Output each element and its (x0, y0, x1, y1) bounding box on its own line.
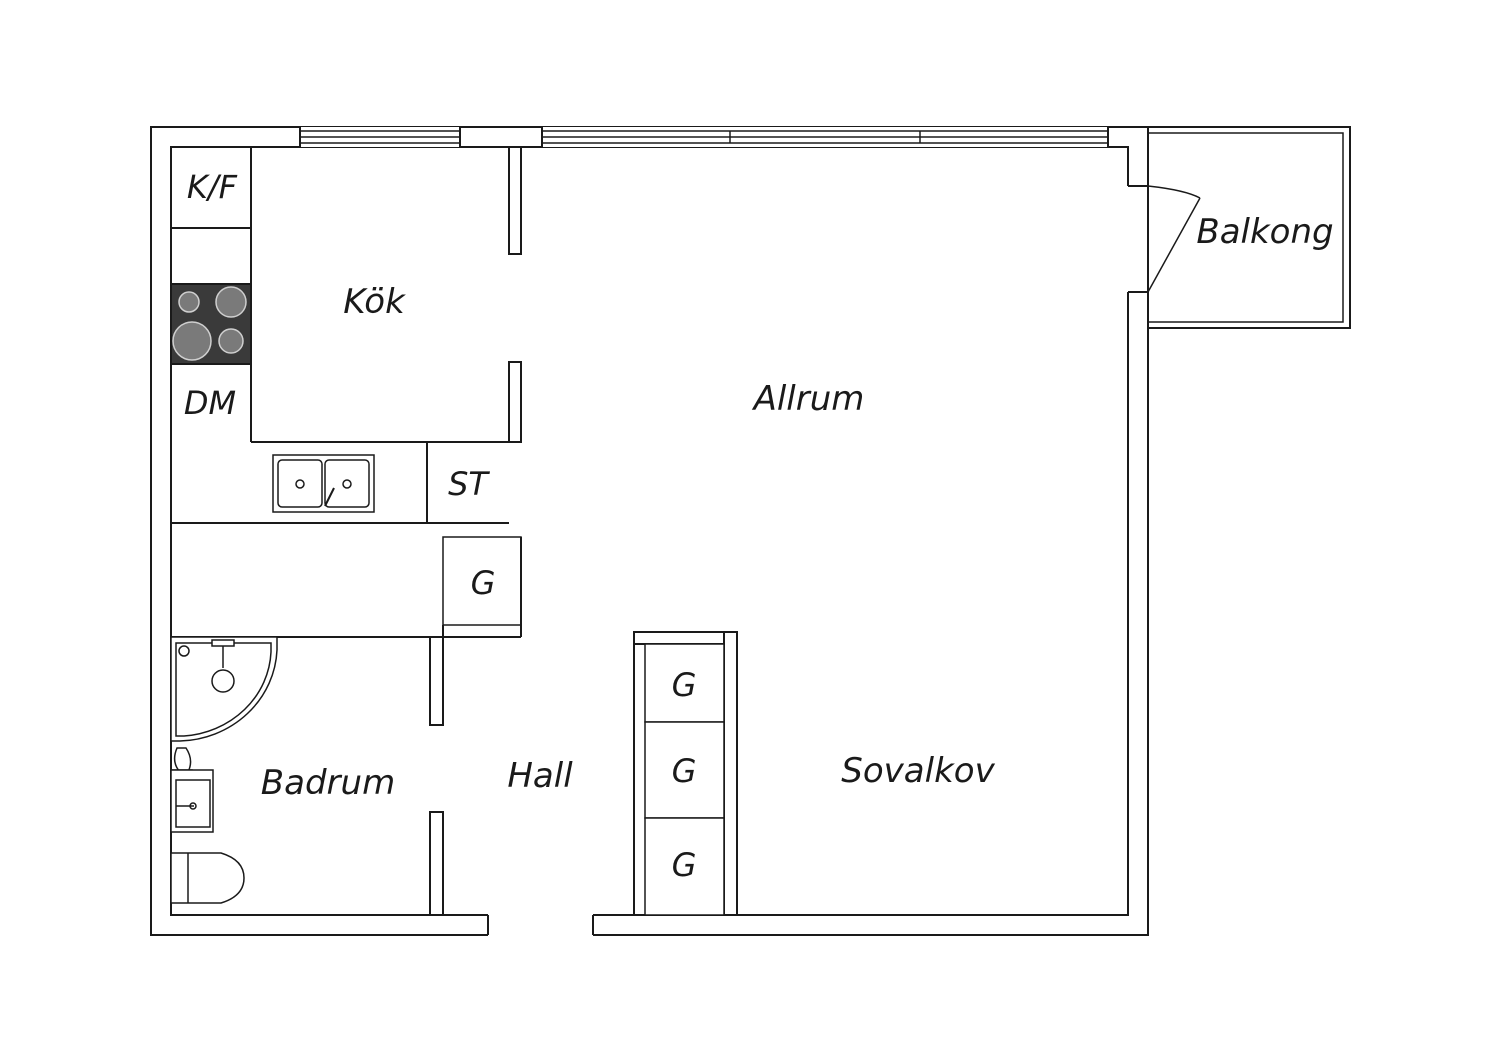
wardrobe-stack (644, 643, 725, 916)
room-label-sovalkov: Sovalkov (841, 751, 995, 791)
kitchen-sink (272, 454, 375, 513)
bathroom-washbasin (170, 769, 214, 833)
fixture-label-closet-3: G (672, 846, 697, 884)
balcony-door (1126, 147, 1201, 915)
window-kitchen (299, 127, 461, 147)
fixture-label-closet-hall: G (471, 564, 496, 602)
bathtub-end (170, 852, 245, 904)
fixture-label-closet-2: G (672, 752, 697, 790)
balcony (1147, 126, 1351, 329)
stove (170, 283, 252, 365)
window-allrum (541, 127, 1109, 147)
room-label-allrum: Allrum (752, 379, 865, 419)
interior-walls (171, 146, 738, 916)
fixture-label-fridge-freezer: K/F (187, 168, 238, 206)
room-label-kok: Kök (343, 282, 406, 322)
room-label-badrum: Badrum (261, 763, 395, 803)
room-label-hall: Hall (507, 756, 573, 796)
fixture-label-closet-1: G (672, 666, 697, 704)
room-label-balkong: Balkong (1196, 212, 1333, 252)
shower-enclosure (170, 636, 278, 742)
fixture-label-dishwasher: DM (184, 384, 236, 422)
entrance-opening (487, 913, 594, 937)
fixture-label-storage: ST (448, 465, 490, 503)
